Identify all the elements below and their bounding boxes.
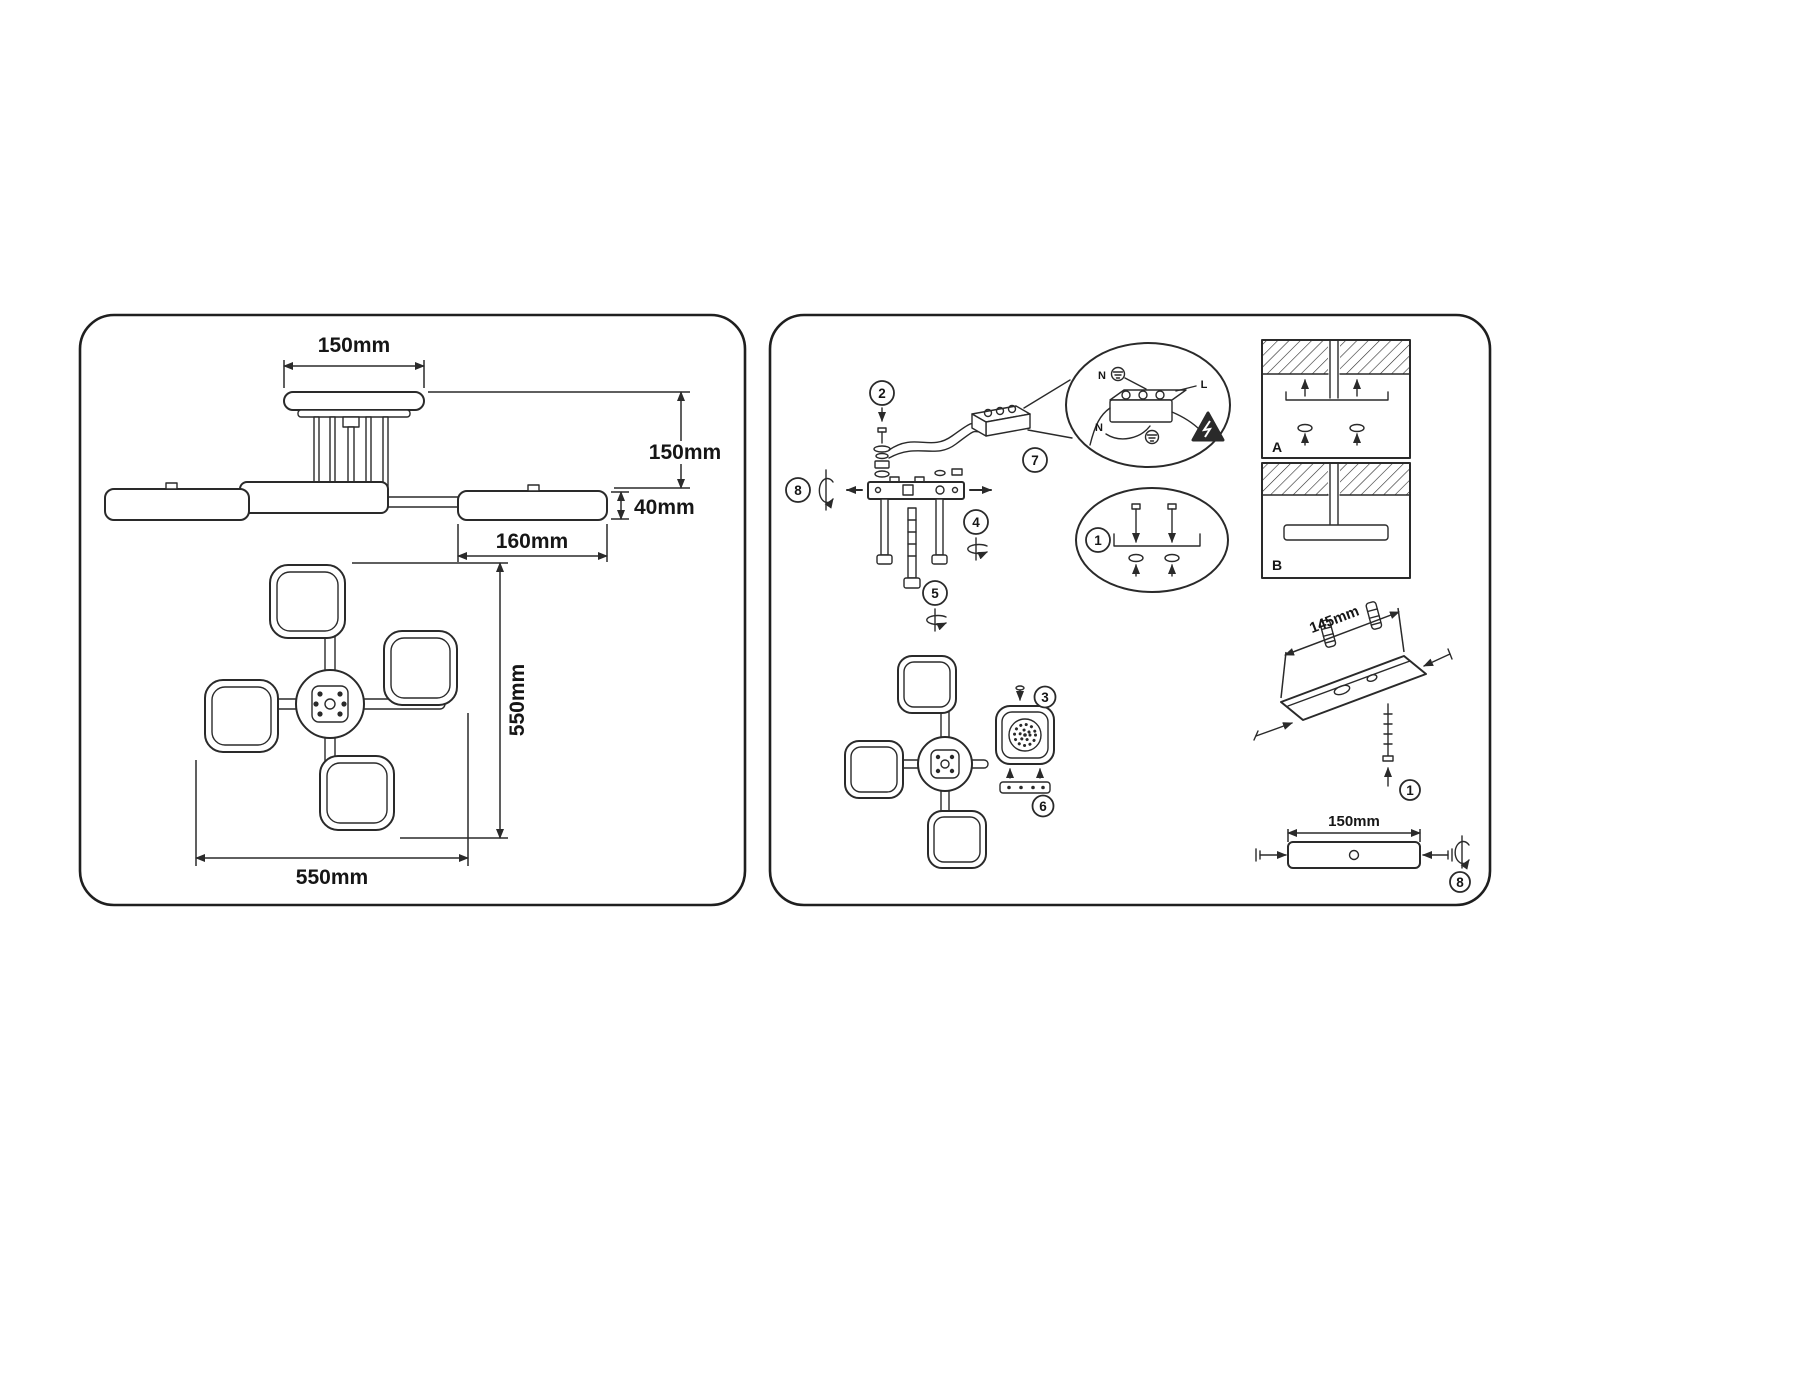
- screw-icon-plate-left: [1255, 848, 1287, 862]
- screw-icon-left: [1253, 722, 1293, 741]
- ceiling-mount-a: A: [1261, 339, 1411, 459]
- step-7-badge: 7: [1022, 447, 1048, 473]
- ground-icon: [1110, 366, 1126, 382]
- led-cover-detail: [995, 705, 1055, 765]
- right-panel: 2 7: [768, 313, 1492, 907]
- threaded-rods: [876, 498, 948, 589]
- ground-icon-2: [1144, 429, 1160, 445]
- step-4-badge: 4: [963, 509, 989, 535]
- step-5-badge: 5: [922, 580, 948, 606]
- mount-b-label: B: [1272, 557, 1282, 573]
- dim-label-150-side: 150mm: [649, 441, 721, 464]
- neutral-label-2: N: [1095, 422, 1103, 434]
- wiring-detail-bubble: N L N: [1065, 342, 1231, 468]
- svg-text:6: 6: [1039, 799, 1047, 814]
- live-label: L: [1201, 379, 1208, 391]
- dim-label-550-v: 550mm: [506, 664, 529, 736]
- svg-text:4: 4: [972, 515, 980, 530]
- mount-a-label: A: [1272, 439, 1282, 455]
- rotate-icon-5: [926, 608, 947, 632]
- dimension-top-width: 150mm: [283, 334, 425, 388]
- shade-bottom: [319, 755, 395, 831]
- svg-text:7: 7: [1031, 453, 1039, 468]
- ceiling-mount-b: B: [1261, 462, 1411, 579]
- step-1-badge: 1: [1085, 527, 1111, 553]
- dimension-plan-width: 550mm: [195, 713, 469, 889]
- screw-icon-plate-right: [1422, 848, 1453, 862]
- shade-left-small: [844, 740, 904, 799]
- rotate-icon-8: [818, 469, 834, 511]
- rotate-icon-4: [967, 537, 988, 561]
- shade-top: [269, 564, 346, 639]
- plan-view: [204, 564, 458, 831]
- ceiling-fix-detail-bubble: 1: [1075, 487, 1229, 593]
- dim-label-150-plate: 150mm: [1328, 813, 1380, 830]
- neutral-label: N: [1098, 370, 1106, 382]
- step-6-badge: 6: [1031, 794, 1055, 818]
- screw-icon-bottom: [1382, 703, 1394, 762]
- dim-label-150-top: 150mm: [318, 334, 390, 357]
- washer-stack: [873, 427, 891, 478]
- terminal-block: [971, 379, 1073, 439]
- left-panel: 150mm 150mm 40mm 160mm: [78, 313, 747, 907]
- shade-top-small: [897, 655, 957, 714]
- svg-text:1: 1: [1094, 533, 1102, 548]
- svg-text:8: 8: [794, 483, 802, 498]
- led-strip: [999, 781, 1051, 794]
- svg-text:3: 3: [1041, 690, 1049, 705]
- dimension-arm-thickness: 40mm: [611, 491, 695, 520]
- shade-right: [383, 630, 458, 706]
- step-1-badge-bracket: 1: [1399, 779, 1421, 801]
- step-8-badge-plate: 8: [1449, 871, 1471, 893]
- dimension-side-height: 150mm: [428, 391, 724, 489]
- svg-text:1: 1: [1406, 783, 1414, 798]
- shade-left: [204, 679, 279, 753]
- step-8-badge: 8: [785, 477, 811, 503]
- screw-icon-topright: [1423, 648, 1453, 667]
- svg-text:8: 8: [1456, 875, 1464, 890]
- dim-label-40: 40mm: [634, 496, 695, 519]
- center-hub: [295, 669, 365, 739]
- screw-icon-step3: [1015, 685, 1025, 701]
- shade-bottom-small: [927, 810, 987, 869]
- dim-label-160: 160mm: [496, 530, 568, 553]
- step-2-badge: 2: [869, 380, 895, 422]
- rotate-icon-plate: [1454, 835, 1470, 870]
- assembly-plan-view: 3 6: [844, 655, 1057, 869]
- svg-text:5: 5: [931, 586, 939, 601]
- dimension-plan-height: 550mm: [352, 562, 529, 839]
- mounting-bar: [846, 468, 992, 500]
- dimension-arm-length: 160mm: [457, 524, 608, 562]
- plate-front-view: 150mm 8: [1255, 813, 1471, 893]
- step-3-badge: 3: [1033, 685, 1057, 709]
- left-panel-border: [78, 313, 747, 907]
- dim-label-550-h: 550mm: [296, 866, 368, 889]
- center-hub-small: [917, 736, 973, 792]
- electric-hazard-icon: [1191, 411, 1225, 442]
- svg-text:2: 2: [878, 386, 886, 401]
- side-elevation-view: [104, 391, 608, 521]
